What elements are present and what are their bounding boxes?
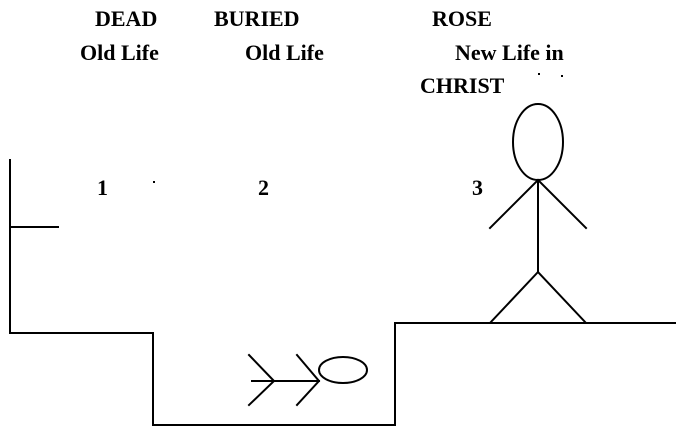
buried-stick-figure — [247, 353, 368, 407]
stage-2-heading: BURIED — [214, 6, 300, 31]
buried-figure-head — [318, 356, 368, 384]
risen-figure-left-arm — [488, 178, 540, 230]
risen-figure-head — [512, 103, 564, 181]
stray-mark — [538, 73, 540, 75]
buried-figure-arms — [295, 353, 321, 407]
stage-2-subheading: Old Life — [245, 40, 324, 65]
stage-1-subheading: Old Life — [80, 40, 159, 65]
ground-outline — [9, 159, 676, 426]
buried-figure-legs — [247, 353, 276, 407]
stray-mark — [561, 75, 563, 77]
stray-mark — [153, 181, 155, 183]
stage-3-subheading: New Life in — [455, 40, 564, 65]
stage-3-subheading-line2: CHRIST — [420, 73, 505, 98]
stage-3-heading: ROSE — [432, 6, 492, 31]
stage-3-number: 3 — [472, 175, 483, 200]
stage-1-heading: DEAD — [95, 6, 158, 31]
stage-1-number: 1 — [97, 175, 108, 200]
risen-figure-legs — [487, 270, 589, 324]
risen-stick-figure — [487, 103, 589, 324]
stage-2-number: 2 — [258, 175, 269, 200]
risen-figure-right-arm — [536, 178, 588, 230]
